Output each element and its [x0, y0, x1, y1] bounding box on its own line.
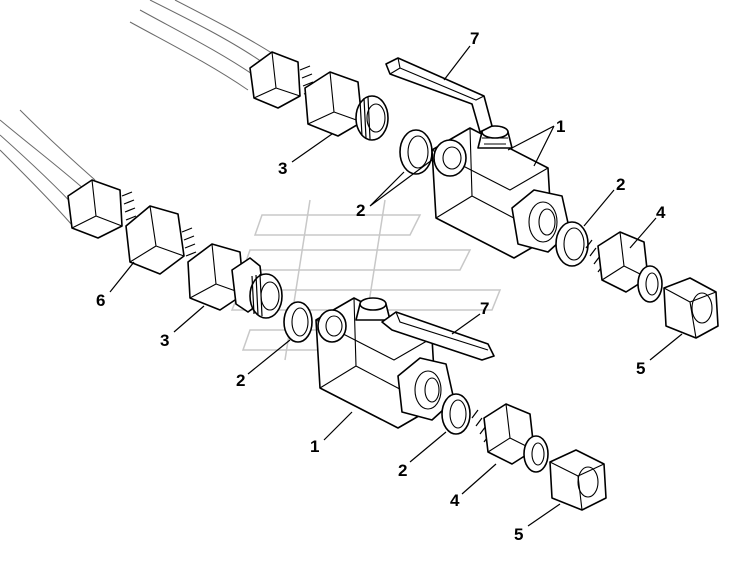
callout-7-bottom: 7 [480, 299, 489, 318]
hose-end-fitting-upper [249, 51, 315, 109]
o-ring-part-2-lower-left [283, 301, 313, 343]
hose-upper [129, 0, 276, 91]
ball-valve-part-1-upper [431, 125, 571, 259]
callout-5-bottom: 5 [514, 525, 523, 544]
hose-end-fitting-lower [67, 179, 137, 239]
cap-part-5-lower [549, 449, 607, 511]
o-ring-part-2-upper-right [555, 221, 589, 267]
callout-labels: 7 1 3 2 2 4 6 3 7 5 2 1 2 4 5 [96, 29, 666, 544]
valve-handle-part-7-lower [381, 311, 495, 361]
adapter-part-6 [125, 205, 197, 275]
callout-7-top: 7 [470, 29, 479, 48]
callout-2-bottom-left: 2 [236, 371, 245, 390]
callout-4-top: 4 [656, 203, 666, 222]
callout-3-top: 3 [278, 159, 287, 178]
callout-2-top-right: 2 [616, 175, 625, 194]
callout-2-bottom-right: 2 [398, 461, 407, 480]
cap-part-5-upper [663, 277, 719, 339]
callout-6: 6 [96, 291, 105, 310]
o-ring-part-2-upper-left [399, 129, 433, 175]
ball-valve-part-1-lower [315, 297, 455, 429]
fitting-part-4-upper [585, 231, 663, 303]
callout-3-bottom: 3 [160, 331, 169, 350]
adapter-part-3-upper [304, 71, 389, 141]
callout-5-top: 5 [636, 359, 645, 378]
callout-1-bottom: 1 [310, 437, 319, 456]
callout-4-bottom: 4 [450, 491, 460, 510]
adapter-part-3-lower [187, 243, 283, 319]
callout-2-top-left: 2 [356, 201, 365, 220]
fitting-part-4-lower [471, 403, 549, 473]
leader-lines [109, 45, 683, 527]
o-ring-part-2-lower-right [441, 393, 471, 435]
valve-handle-part-7-upper [385, 57, 493, 133]
callout-1-top: 1 [556, 117, 565, 136]
